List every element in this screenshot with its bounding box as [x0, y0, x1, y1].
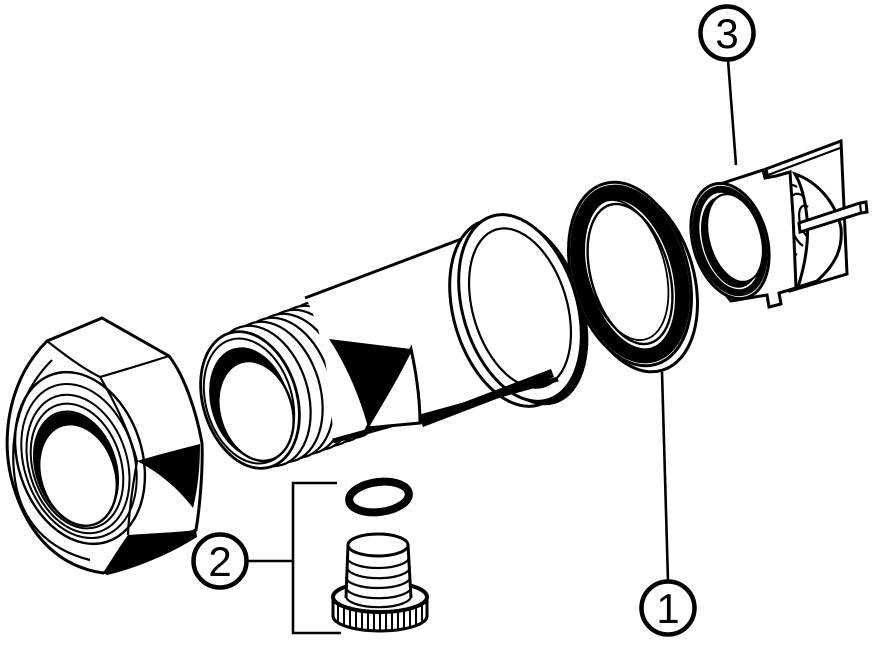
- adapter-shadow-stripe: [420, 369, 554, 427]
- drain-plug: [331, 532, 429, 633]
- callout-3-leader: [726, 59, 738, 166]
- gasket-seal-ring: [567, 180, 699, 374]
- adapter-male-threads: [199, 296, 390, 470]
- adapter-shadow-wedge: [329, 339, 411, 427]
- cartridge-front-ring: [689, 181, 771, 301]
- adapter-collar: [448, 213, 589, 408]
- threaded-adapter-body: [199, 213, 589, 470]
- callout-2-number: 2: [208, 538, 231, 585]
- callout-1-number: 1: [656, 585, 679, 632]
- callout-1: 1: [639, 579, 697, 637]
- plug-threaded-shank: [344, 532, 413, 609]
- check-valve-cartridge: [689, 138, 869, 309]
- small-o-ring: [345, 477, 413, 517]
- compression-hex-nut: [5, 316, 204, 575]
- nut-chamfer-shadow-right: [137, 444, 200, 508]
- adapter-highlight-sail: [364, 344, 422, 430]
- nut-internal-threads: [13, 370, 147, 546]
- callout-3-number: 3: [715, 10, 738, 57]
- nut-chamfer-shadow-bottom: [103, 530, 197, 575]
- callout-2-bracket: [291, 481, 341, 635]
- callout-3: 3: [698, 4, 756, 62]
- callout-2: 2: [191, 532, 249, 590]
- callout-1-leader: [660, 371, 670, 582]
